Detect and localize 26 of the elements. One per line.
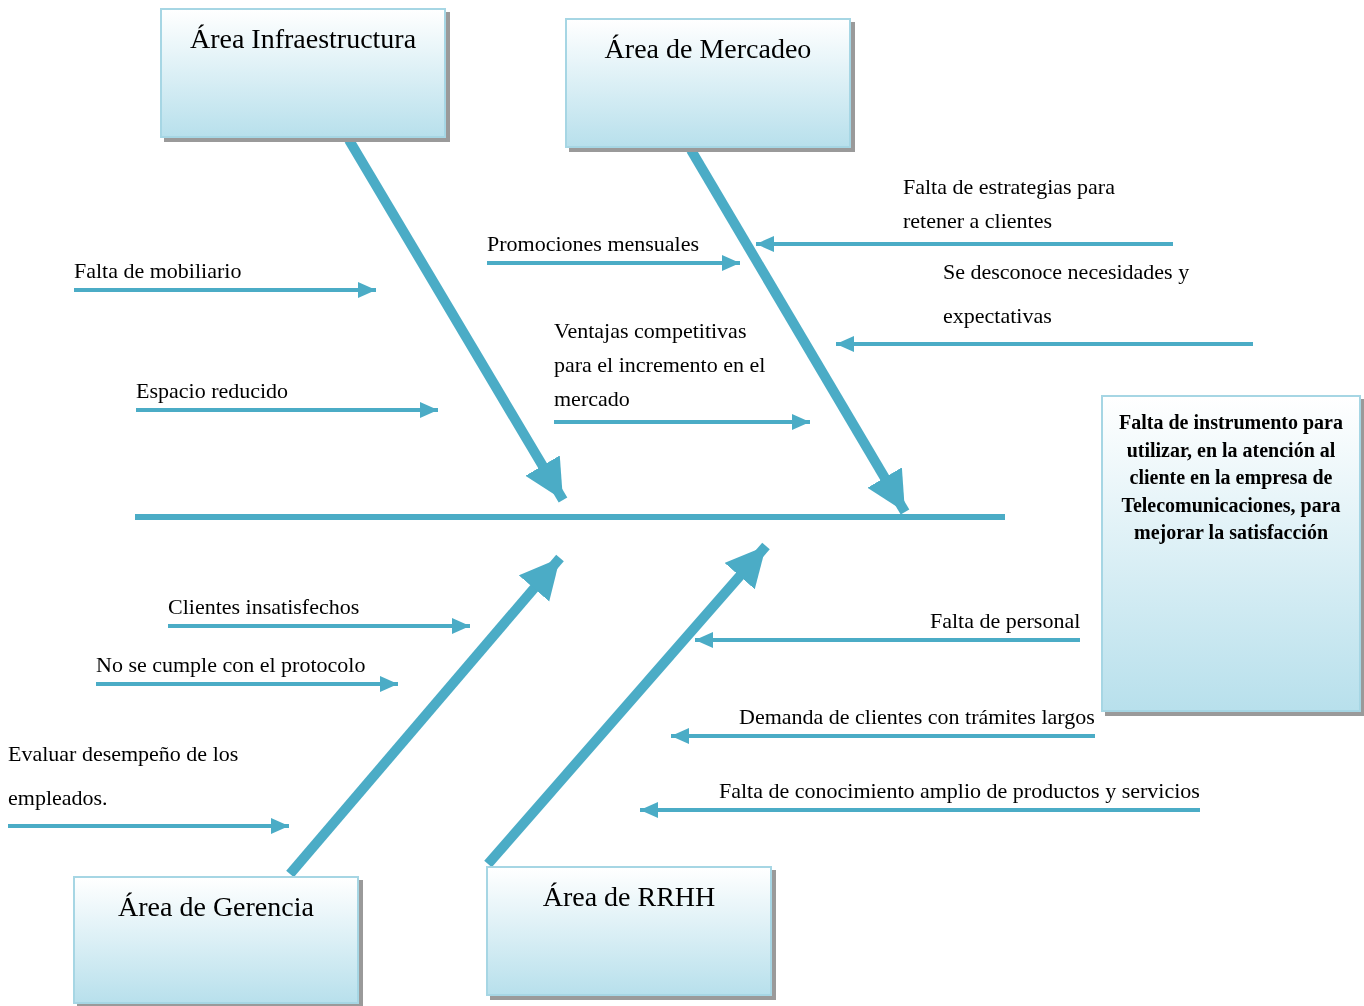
cause-text: Espacio reducido xyxy=(136,378,289,404)
arrow xyxy=(756,236,1173,252)
cause-text: Promociones mensuales xyxy=(487,231,700,257)
cause-text: Falta de conocimiento amplio de productos y servicios xyxy=(719,778,1200,804)
cause-text: Demanda de clientes con trámites largos xyxy=(739,704,1095,730)
arrow xyxy=(695,632,1080,648)
arrow xyxy=(74,282,376,298)
arrow xyxy=(640,802,1200,818)
cause-text: Ventajas competitivas para el incremento en el mercado xyxy=(554,314,779,416)
cause-text: Se desconoce necesidades y expectativas xyxy=(943,250,1253,338)
arrow xyxy=(487,255,740,271)
cause-text: Falta de personal xyxy=(930,608,1081,634)
arrow xyxy=(554,414,810,430)
cause-text: Clientes insatisfechos xyxy=(168,594,360,620)
cause-text: No se cumple con el protocolo xyxy=(96,652,366,678)
bone-arrow xyxy=(286,554,564,878)
cause-text: Falta de estrategias para retener a clientes xyxy=(903,170,1173,238)
bone-arrow xyxy=(484,542,770,868)
arrow xyxy=(8,818,289,834)
cause-text: Falta de mobiliario xyxy=(74,258,242,284)
arrow xyxy=(671,728,1095,744)
arrow xyxy=(136,402,438,418)
arrow xyxy=(836,336,1253,352)
arrow xyxy=(96,676,398,692)
arrow xyxy=(168,618,470,634)
cause-text: Evaluar desempeño de los empleados. xyxy=(8,732,298,820)
